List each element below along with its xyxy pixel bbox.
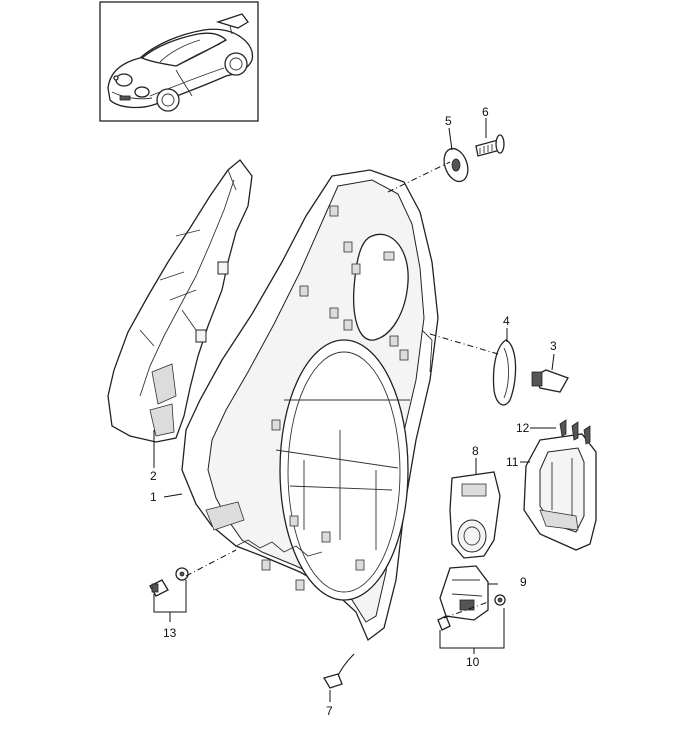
callout-1: 1 [150, 490, 157, 504]
alignment-lines [185, 161, 499, 619]
callout-4: 4 [503, 314, 510, 328]
part-9-housing [439, 565, 489, 621]
vehicle-thumbnail [99, 1, 259, 122]
part-1-backrest-frame [181, 169, 439, 642]
part-7-cable-strap [323, 653, 355, 689]
callout-8: 8 [472, 444, 479, 458]
part-8-bracket [449, 471, 501, 559]
callout-11: 11 [506, 455, 519, 469]
callout-7: 7 [326, 704, 333, 718]
part-13-screw-washer [149, 567, 189, 597]
callout-5: 5 [445, 114, 452, 128]
car-icon [107, 13, 254, 112]
part-4-cover-cap [492, 339, 517, 406]
part-10-screw-nut [437, 594, 506, 631]
callout-12: 12 [516, 421, 530, 435]
callout-2: 2 [150, 469, 157, 483]
callout-3: 3 [550, 339, 557, 353]
callout-10: 10 [466, 655, 480, 669]
callout-leaders [153, 118, 556, 702]
part-5-disc [443, 147, 469, 183]
callout-9: 9 [520, 575, 527, 589]
callout-labels: 1 2 3 4 5 6 7 8 9 10 11 12 13 [150, 105, 557, 718]
callout-6: 6 [482, 105, 489, 119]
part-12-clips [559, 419, 591, 445]
frame-clips [261, 205, 409, 591]
part-2-side-shell [107, 159, 253, 443]
callout-13: 13 [163, 626, 177, 640]
part-3-clip [531, 369, 569, 393]
part-6-screw [475, 134, 505, 157]
part-11-trim-frame [523, 433, 597, 551]
